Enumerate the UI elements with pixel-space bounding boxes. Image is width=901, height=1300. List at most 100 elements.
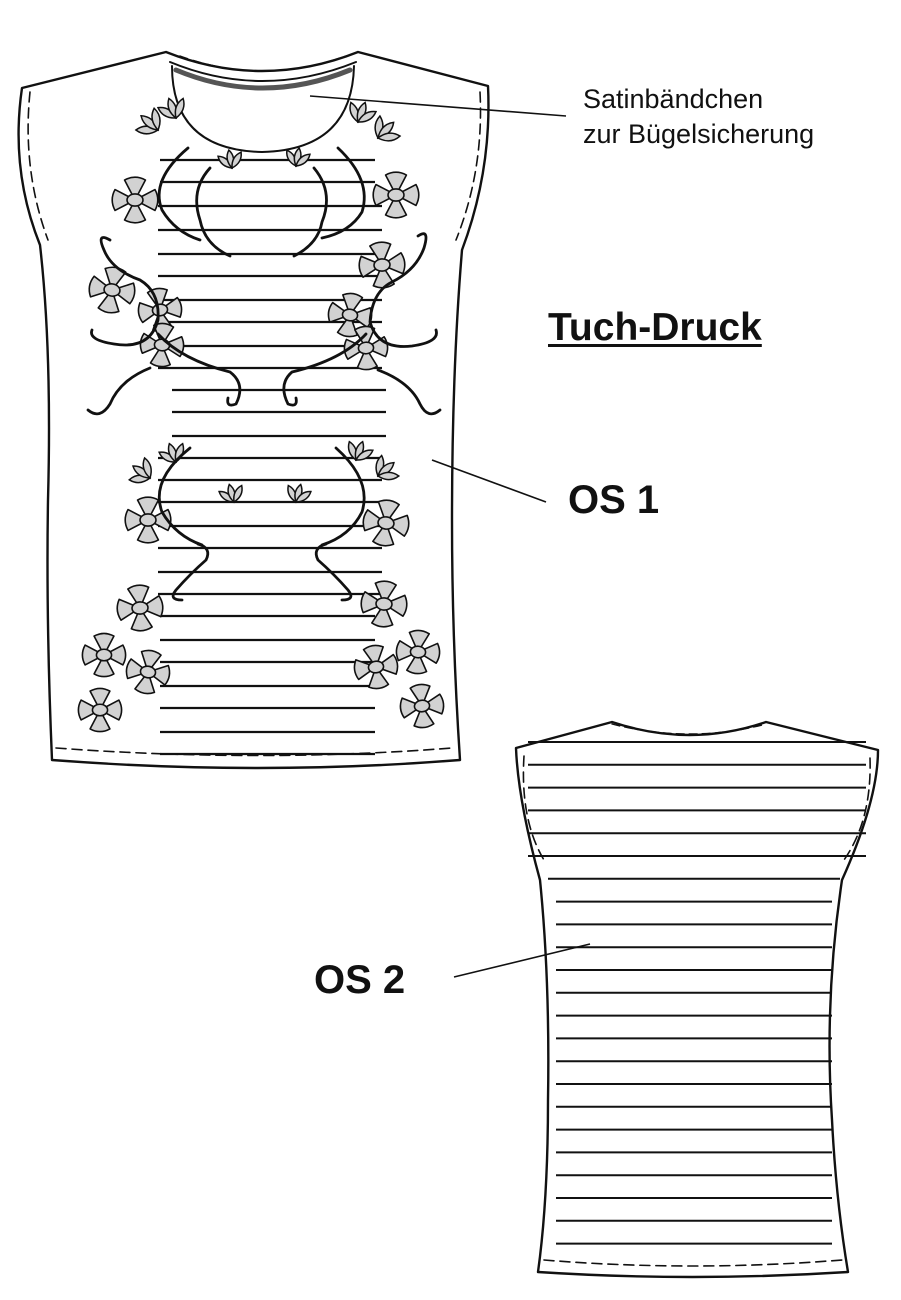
back-hem-stitch bbox=[543, 1259, 843, 1267]
flower-petal bbox=[409, 683, 431, 707]
flower-petal bbox=[123, 176, 147, 201]
flower-petal bbox=[103, 644, 127, 666]
flower-petal bbox=[421, 693, 445, 715]
front-view-label: OS 1 bbox=[568, 478, 660, 522]
flower-center bbox=[387, 188, 405, 202]
flower-petal bbox=[130, 607, 153, 632]
flower-petal bbox=[124, 508, 149, 532]
flower-petal bbox=[327, 301, 351, 323]
flower-center bbox=[126, 193, 144, 207]
flower-petal bbox=[360, 591, 385, 614]
vine-swirl-icon bbox=[368, 232, 438, 348]
flower-center bbox=[341, 308, 359, 322]
flower-petal bbox=[116, 598, 141, 621]
flower-icon bbox=[343, 325, 389, 371]
flower-icon bbox=[116, 584, 164, 632]
leaf bbox=[233, 484, 243, 504]
leaf bbox=[376, 132, 402, 142]
vine-swirl-icon bbox=[156, 332, 242, 407]
flower-petal bbox=[385, 514, 410, 537]
flower-petal bbox=[93, 632, 115, 656]
flower-petal bbox=[395, 640, 419, 662]
flower-center bbox=[139, 513, 157, 527]
flower-center bbox=[153, 338, 171, 352]
flower-petal bbox=[343, 338, 367, 360]
leaf-sprig-icon bbox=[217, 148, 242, 170]
leaf-sprig-icon bbox=[375, 454, 401, 481]
leaf-sprig-icon bbox=[347, 440, 374, 462]
os1-leader-line bbox=[431, 459, 547, 503]
flower-petal bbox=[399, 697, 423, 719]
flower-center bbox=[375, 597, 393, 611]
flower-petal bbox=[89, 709, 111, 733]
leaf-sprig-icon bbox=[286, 146, 311, 168]
flower-icon bbox=[399, 683, 445, 729]
leaf-sprig-icon bbox=[156, 97, 185, 120]
leaf bbox=[294, 153, 311, 167]
flower-icon bbox=[124, 496, 172, 544]
flower-petal bbox=[356, 347, 378, 371]
vine-swirl-icon bbox=[292, 166, 328, 258]
vine-swirl-icon bbox=[320, 146, 366, 240]
flower-center bbox=[409, 645, 427, 659]
flower-petal bbox=[413, 705, 435, 729]
flower-petal bbox=[368, 666, 390, 690]
flower-petal bbox=[137, 302, 161, 324]
back-garment-os2 bbox=[514, 720, 880, 1279]
back-body-outline bbox=[514, 720, 880, 1279]
flower-petal bbox=[358, 255, 383, 278]
vine-swirl-icon bbox=[86, 366, 152, 416]
flower-petal bbox=[342, 292, 364, 316]
leaf bbox=[174, 97, 185, 120]
leaf-sprig-icon bbox=[287, 483, 312, 504]
leaf-sprig-icon bbox=[134, 107, 161, 135]
leaf-sprig-icon bbox=[349, 101, 378, 124]
back-neck-stitch bbox=[611, 723, 767, 735]
vine-swirl-icon bbox=[171, 542, 210, 602]
flower-petal bbox=[89, 687, 111, 711]
flower-icon bbox=[362, 499, 410, 547]
vine-swirl-icon bbox=[282, 332, 368, 407]
flower-center bbox=[377, 516, 395, 530]
flower-icon bbox=[395, 629, 441, 675]
back-view-label: OS 2 bbox=[314, 958, 406, 1002]
flower-petal bbox=[93, 654, 115, 678]
flower-icon bbox=[372, 171, 420, 219]
flower-petal bbox=[353, 659, 377, 681]
flower-petal bbox=[374, 580, 397, 605]
flower-petal bbox=[111, 188, 136, 212]
shoulder-stitch bbox=[179, 55, 347, 72]
flower-petal bbox=[384, 194, 408, 219]
flower-petal bbox=[377, 499, 400, 524]
satin-ribbon-label: Satinbändchen zur Bügelsicherung bbox=[583, 82, 814, 152]
flower-icon bbox=[353, 644, 399, 690]
vine-swirl-icon bbox=[157, 446, 204, 547]
flower-center bbox=[91, 703, 109, 717]
flower-center bbox=[139, 665, 157, 679]
print-title: Tuch-Druck bbox=[548, 306, 762, 349]
flower-icon bbox=[88, 266, 136, 314]
flower-petal bbox=[362, 644, 384, 668]
leader-lines bbox=[309, 95, 591, 978]
flower-petal bbox=[152, 322, 175, 346]
vine-swirl-icon bbox=[320, 446, 366, 547]
leaf bbox=[142, 456, 152, 480]
leaf-sprig-icon bbox=[158, 442, 185, 464]
flower-center bbox=[103, 283, 121, 297]
leaf bbox=[231, 151, 242, 170]
flower-petal bbox=[149, 344, 172, 368]
flower-center bbox=[373, 258, 391, 272]
flower-petal bbox=[381, 252, 406, 275]
satin-ribbon bbox=[173, 67, 353, 91]
flower-petal bbox=[406, 651, 428, 675]
flower-center bbox=[413, 699, 431, 713]
leaf-sprig-icon bbox=[128, 456, 152, 484]
flower-petal bbox=[127, 584, 150, 609]
back-right-armhole-stitch bbox=[843, 757, 871, 861]
satin-label-line-2: zur Bügelsicherung bbox=[583, 119, 815, 149]
flower-icon bbox=[358, 241, 406, 289]
vine-swirl-icon bbox=[90, 236, 160, 347]
flower-petal bbox=[99, 699, 123, 721]
